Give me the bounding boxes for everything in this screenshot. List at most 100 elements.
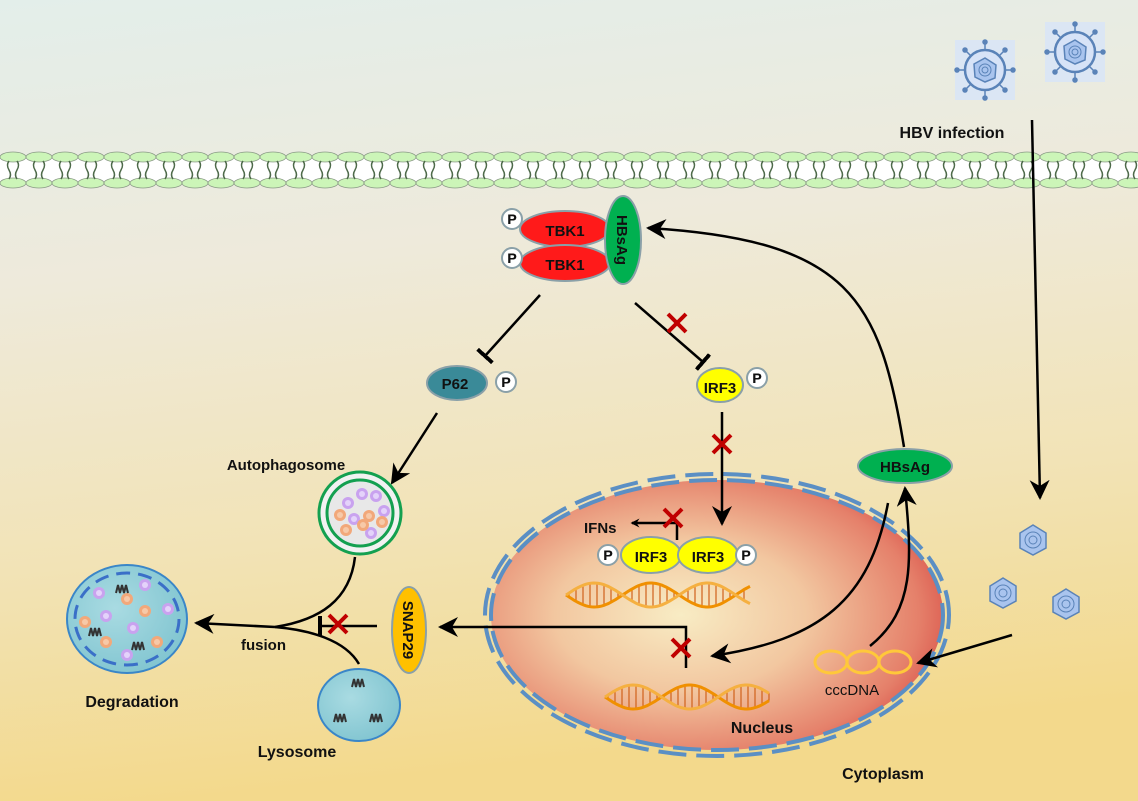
lipid-tail <box>162 160 168 180</box>
lipid-head <box>155 177 183 189</box>
lipid-head <box>753 151 781 163</box>
lipid-head <box>831 177 859 189</box>
lipid-tail <box>968 160 974 180</box>
lysosome-label: Lysosome <box>258 744 337 761</box>
hbv-virion-icon <box>1043 20 1107 84</box>
lipid-tail <box>994 160 1000 180</box>
lipid-head <box>181 177 209 189</box>
lipid-head <box>0 177 27 189</box>
p62-label: P62 <box>442 376 469 393</box>
lipid-tail <box>248 160 254 180</box>
lipid-tail <box>482 160 488 180</box>
lipid-head <box>467 177 495 189</box>
lipid-head <box>623 177 651 189</box>
lipid-tail <box>300 160 306 180</box>
lipid-tail <box>456 160 462 180</box>
lipid-tail <box>508 160 514 180</box>
lipid-head <box>51 177 79 189</box>
lipid-tail <box>222 160 228 180</box>
lipid-head <box>389 177 417 189</box>
lipid-head <box>1091 151 1119 163</box>
lipid-tail <box>1080 160 1086 180</box>
lipid-tail <box>344 160 350 180</box>
lipid-head <box>519 177 547 189</box>
lipid-head <box>623 151 651 163</box>
lipid-tail <box>32 160 38 180</box>
lipid-tail <box>110 160 116 180</box>
phospho-label: P <box>501 374 510 390</box>
lipid-head <box>363 177 391 189</box>
lipid-tail <box>40 160 46 180</box>
lipid-tail <box>1132 160 1138 180</box>
lipid-tail <box>214 160 220 180</box>
ifns-label: IFNs <box>584 520 617 537</box>
lipid-head <box>701 151 729 163</box>
lipid-head <box>311 177 339 189</box>
cccdna-hbsag-edge <box>869 486 917 647</box>
lipid-tail <box>794 160 800 180</box>
lipid-tail <box>716 160 722 180</box>
lipid-tail <box>1054 160 1060 180</box>
lipid-head <box>25 151 53 163</box>
lipid-head <box>311 151 339 163</box>
lipid-tail <box>240 160 246 180</box>
lipid-head <box>675 177 703 189</box>
lipid-tail <box>378 160 384 180</box>
tbk1-hbsag-complex: TBK1 TBK1 P P HBsAg <box>501 195 642 285</box>
lipid-tail <box>370 160 376 180</box>
lipid-head <box>805 177 833 189</box>
lipid-tail <box>188 160 194 180</box>
lipid-head <box>1117 151 1138 163</box>
lipid-head <box>883 177 911 189</box>
lipid-tail <box>664 160 670 180</box>
lipid-head <box>649 177 677 189</box>
lipid-tail <box>14 160 20 180</box>
phospho-label: P <box>507 211 516 227</box>
lipid-head <box>285 151 313 163</box>
lipid-tail <box>144 160 150 180</box>
lipid-head <box>987 177 1015 189</box>
lipid-tail <box>898 160 904 180</box>
lipid-head <box>519 151 547 163</box>
lipid-tail <box>170 160 176 180</box>
lipid-head <box>415 151 443 163</box>
lipid-tail <box>942 160 948 180</box>
snap29-node <box>391 586 427 674</box>
cytoplasm-label: Cytoplasm <box>842 766 924 783</box>
lipid-tail <box>1106 160 1112 180</box>
lipid-tail <box>318 160 324 180</box>
lipid-head <box>961 151 989 163</box>
hbv-infection-label: HBV infection <box>900 125 1005 142</box>
lipid-head <box>337 177 365 189</box>
tbk1-p62-edge <box>476 294 541 365</box>
lipid-head <box>1065 177 1093 189</box>
lipid-head <box>1117 177 1138 189</box>
phospho-label: P <box>741 547 750 563</box>
p62-autophagosome-edge <box>390 412 439 485</box>
lipid-tail <box>708 160 714 180</box>
lipid-head <box>181 151 209 163</box>
lipid-tail <box>560 160 566 180</box>
lipid-tail <box>846 160 852 180</box>
lipid-head <box>987 151 1015 163</box>
lipid-tail <box>768 160 774 180</box>
lipid-head <box>909 177 937 189</box>
lipid-tail <box>1020 160 1026 180</box>
infection-arrow <box>1029 119 1050 500</box>
degradation-label: Degradation <box>85 694 178 711</box>
lipid-head <box>441 177 469 189</box>
lipid-head <box>1039 177 1067 189</box>
irf3-node <box>696 367 744 403</box>
lipid-head <box>649 151 677 163</box>
lipid-head <box>1013 151 1041 163</box>
cell-membrane <box>0 151 1138 189</box>
lysosome-fusion-line <box>274 625 361 665</box>
lipid-tail <box>864 160 870 180</box>
lipid-tail <box>526 160 532 180</box>
lipid-tail <box>196 160 202 180</box>
lipid-head <box>285 177 313 189</box>
lipid-tail <box>352 160 358 180</box>
lipid-tail <box>58 160 64 180</box>
